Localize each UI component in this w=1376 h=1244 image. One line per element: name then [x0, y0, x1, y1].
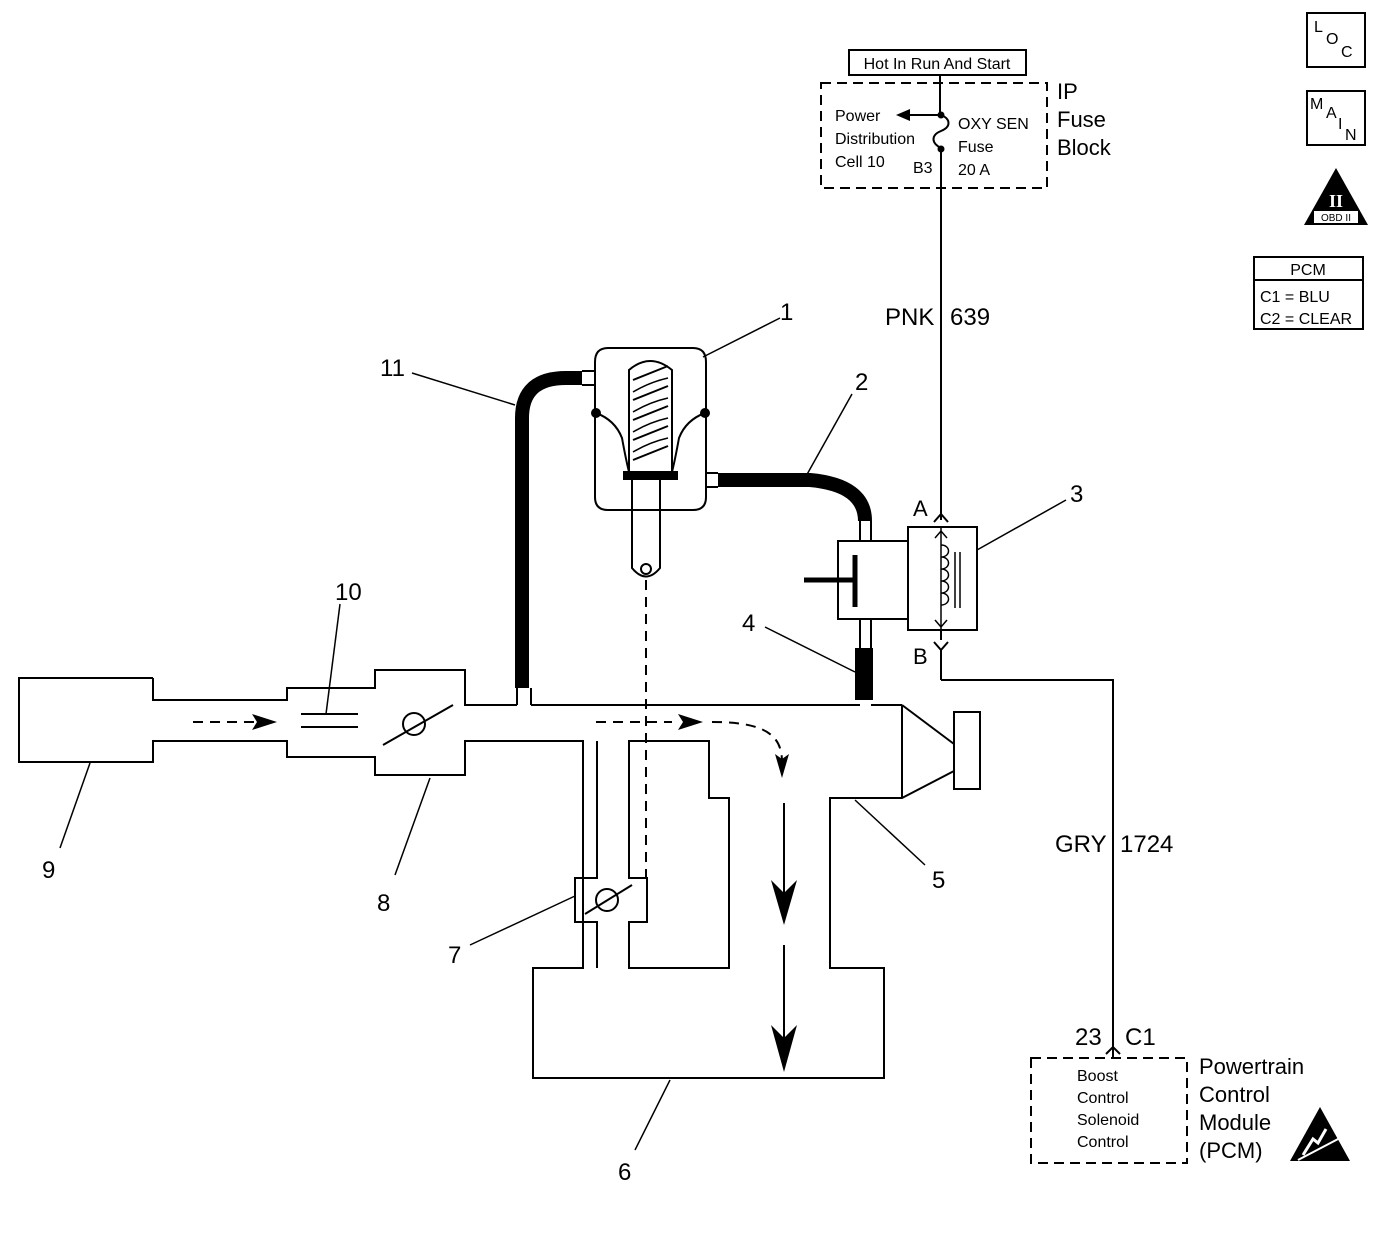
pcm-inner-1: Boost	[1077, 1068, 1118, 1085]
fuse-label-3: 20 A	[958, 162, 990, 179]
power-source-label: Hot In Run And Start	[864, 56, 1011, 73]
distribution-label-3: Cell 10	[835, 154, 885, 171]
flow-arrow-icon-2	[678, 714, 703, 730]
callout-11: 11	[380, 355, 405, 382]
connector-table-header: PCM	[1290, 262, 1326, 279]
callout-2: 2	[855, 369, 868, 396]
esd-warning-icon	[1290, 1107, 1350, 1161]
distribution-label-1: Power	[835, 108, 881, 125]
distribution-label-2: Distribution	[835, 131, 915, 148]
solenoid-pin-b: B	[913, 644, 928, 669]
wire-upper-color: PNK	[885, 304, 934, 331]
callout-8: 8	[377, 890, 390, 917]
loc-icon: L O C	[1306, 12, 1366, 68]
pcm-title-1: Powertrain	[1199, 1054, 1304, 1079]
pcm-title-4: (PCM)	[1199, 1138, 1263, 1163]
fuse-terminal: B3	[913, 160, 933, 177]
main-letter-m: M	[1310, 96, 1323, 113]
fuse-block-title-3: Block	[1057, 135, 1112, 160]
boost-control-solenoid	[804, 521, 978, 650]
pcm-pin: 23	[1075, 1024, 1102, 1051]
obd-label: OBD II	[1321, 213, 1351, 224]
flow-arrow-icon-3	[775, 754, 789, 778]
ip-fuse-block: IP Fuse Block Power Distribution Cell 10…	[820, 79, 1112, 189]
wire-gry-1724	[941, 679, 1114, 1047]
solenoid-pin-a: A	[913, 496, 928, 521]
main-letter-i: I	[1338, 116, 1342, 133]
hose-4	[855, 648, 873, 700]
main-letter-a: A	[1326, 105, 1337, 122]
pcm-inner-4: Control	[1077, 1134, 1129, 1151]
callout-5: 5	[932, 867, 945, 894]
callout-1: 1	[780, 299, 793, 326]
obd-numeral: II	[1329, 191, 1343, 211]
hose-11	[515, 371, 582, 688]
flow-arrow-icon-1	[252, 714, 277, 730]
main-icon: M A I N	[1306, 90, 1366, 146]
wastegate-actuator	[591, 347, 710, 878]
callout-7: 7	[448, 942, 461, 969]
distribution-arrow-icon	[896, 109, 910, 121]
callouts: 1 2 3 4 5 6 7 8 9 10 11	[42, 299, 1083, 1186]
pcm-title-3: Module	[1199, 1110, 1271, 1135]
airflow-arrows	[193, 714, 797, 1072]
fuse-label-1: OXY SEN	[958, 116, 1029, 133]
obd-ii-icon: II OBD II	[1304, 168, 1368, 225]
pcm-inner-2: Control	[1077, 1090, 1129, 1107]
loc-letter-l: L	[1314, 19, 1323, 36]
fuse-label-2: Fuse	[958, 139, 994, 156]
flow-arrow-icon-4	[771, 880, 797, 925]
loc-letter-o: O	[1326, 31, 1338, 48]
hose-2	[718, 473, 872, 522]
wire-upper-circuit: 639	[950, 304, 990, 331]
callout-3: 3	[1070, 481, 1083, 508]
fuse-block-title-2: Fuse	[1057, 107, 1106, 132]
power-source: Hot In Run And Start	[848, 49, 1027, 83]
pcm-inner-3: Solenoid	[1077, 1112, 1139, 1129]
intake-ducting	[18, 669, 981, 1079]
callout-10: 10	[335, 579, 362, 606]
loc-letter-c: C	[1341, 44, 1353, 61]
fuse-icon	[932, 114, 950, 149]
pcm-connector-table: PCM C1 = BLU C2 = CLEAR	[1253, 256, 1364, 330]
bypass-valve-icon	[595, 888, 619, 912]
wire-lower-circuit: 1724	[1120, 831, 1173, 858]
throttle-plate-icon	[402, 712, 426, 736]
callout-9: 9	[42, 857, 55, 884]
callout-4: 4	[742, 610, 755, 637]
wire-lower-color: GRY	[1055, 831, 1107, 858]
fuse-block-title-1: IP	[1057, 79, 1078, 104]
solenoid-coil-icon	[940, 544, 950, 606]
pcm-module: 23 C1 Boost Control Solenoid Control Pow…	[1030, 1024, 1350, 1164]
flow-arrow-icon-5	[771, 1025, 797, 1072]
main-letter-n: N	[1345, 127, 1357, 144]
connector-table-row-2: C2 = CLEAR	[1260, 311, 1352, 328]
connector-table-row-1: C1 = BLU	[1260, 289, 1330, 306]
pcm-title-2: Control	[1199, 1082, 1270, 1107]
callout-6: 6	[618, 1159, 631, 1186]
pcm-connector: C1	[1125, 1024, 1156, 1051]
